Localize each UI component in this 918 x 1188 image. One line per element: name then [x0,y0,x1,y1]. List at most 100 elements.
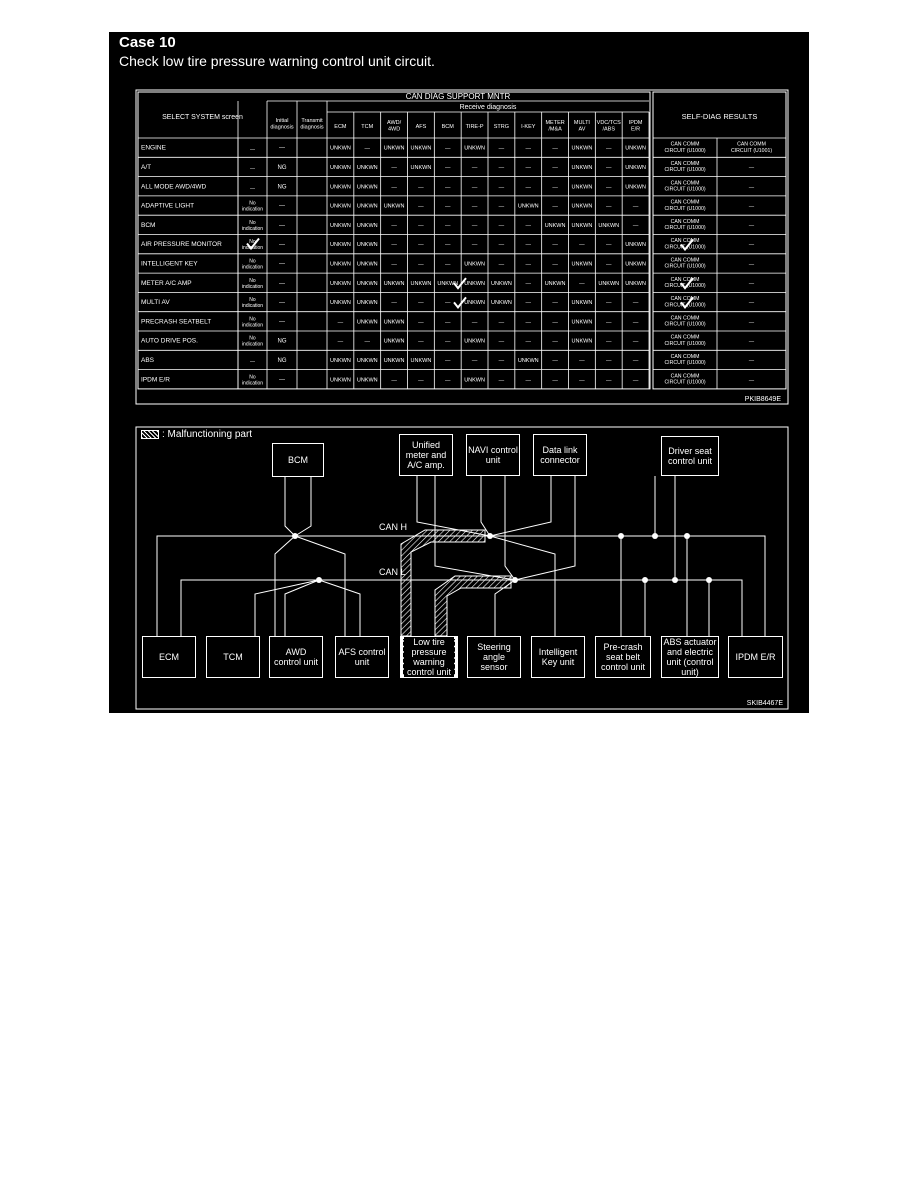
document-panel: Case 10 Check low tire pressure warning … [109,32,809,713]
check-mark-icon [453,296,467,310]
row-7-recv-5: UNKWN [464,281,485,287]
row-8-transmit: — [279,300,285,306]
row-6-recv-4: — [445,261,451,267]
row-0-recv-11: UNKWN [625,146,646,152]
row-12-initial: No [249,374,256,380]
row-6-recv-10: — [606,261,612,267]
row-1-selfdiag2: — [749,165,755,171]
row-0-recv-8: — [552,146,558,152]
row-name-4: BCM [141,222,155,229]
row-4-recv-10: UNKWN [598,223,619,229]
row-9-recv-10: — [606,319,612,325]
row-3-transmit: — [279,204,285,210]
tcm-unit: TCM [206,636,260,678]
row-9-recv-8: — [552,319,558,325]
row-9-recv-11: — [633,319,639,325]
row-11-recv-10: — [606,358,612,364]
row-11-recv-11: — [633,358,639,364]
row-5-recv-2: — [391,242,397,248]
row-9-recv-0: — [338,319,344,325]
row-6-initial: No [249,258,256,264]
row-1-recv-5: — [472,165,478,171]
row-8-recv-7: — [526,300,532,306]
row-2-selfdiag1-2: CIRCUIT (U1000) [664,186,705,192]
row-11-selfdiag1: CAN COMM [671,354,700,360]
afs-control-unit: AFS control unit [335,636,389,678]
row-8-recv-11: — [633,300,639,306]
row-12-recv-11: — [633,377,639,383]
row-4-selfdiag1-2: CIRCUIT (U1000) [664,225,705,231]
intelligent-key-unit: Intelligent Key unit [531,636,585,678]
row-10-recv-4: — [445,339,451,345]
row-0-recv-6: — [499,146,505,152]
row-10-recv-1: — [365,339,371,345]
row-8-selfdiag1-2: CIRCUIT (U1000) [664,302,705,308]
row-1-recv-1: UNKWN [357,165,378,171]
row-5-recv-5: — [472,242,478,248]
row-3-recv-4: — [445,204,451,210]
row-1-recv-3: UNKWN [411,165,432,171]
row-3-initial-2: indication [242,207,263,213]
row-0-transmit: — [279,146,285,152]
check-mark-icon [680,296,694,310]
row-3-recv-3: — [418,204,424,210]
steering-angle-sensor: Steering angle sensor [467,636,521,678]
row-4-transmit: — [279,223,285,229]
row-8-recv-5: UNKWN [464,300,485,306]
row-6-recv-7: — [526,261,532,267]
junction-dot [706,577,712,583]
header-initial-diagnosis-2: diagnosis [270,125,293,131]
row-1-recv-6: — [499,165,505,171]
header-recv-9-2: AV [578,127,585,133]
row-9-recv-4: — [445,319,451,325]
legend-text: : Malfunctioning part [162,429,253,440]
header-recv-9: MULTI [574,120,591,126]
row-1-recv-10: — [606,165,612,171]
row-4-recv-11: — [633,223,639,229]
row-10-initial-2: indication [242,342,263,348]
row-2-recv-0: UNKWN [330,184,351,190]
row-4-recv-3: — [418,223,424,229]
row-12-recv-9: — [579,377,585,383]
row-8-initial-2: indication [242,303,263,309]
row-7-selfdiag2: — [749,281,755,287]
row-12-recv-6: — [499,377,505,383]
row-1-selfdiag1: CAN COMM [671,161,700,167]
row-7-transmit: — [279,281,285,287]
malfunction-can-l-path [434,575,512,637]
can-l-label: CAN L [379,567,406,577]
row-2-recv-7: — [526,184,532,190]
row-12-recv-10: — [606,377,612,383]
header-can-diag: CAN DIAG SUPPORT MNTR [406,92,511,101]
header-recv-0: ECM [334,124,347,130]
row-3-recv-6: — [499,204,505,210]
row-3-recv-11: — [633,204,639,210]
row-12-recv-4: — [445,377,451,383]
row-4-recv-7: — [526,223,532,229]
case-title: Case 10 [119,34,176,51]
row-8-recv-4: — [445,300,451,306]
row-2-initial: — [250,185,255,191]
header-recv-11-2: E/R [631,127,640,133]
header-recv-4: BCM [442,124,455,130]
row-7-recv-0: UNKWN [330,281,351,287]
row-2-recv-8: — [552,184,558,190]
row-12-initial-2: indication [242,380,263,386]
row-3-recv-5: — [472,204,478,210]
diagram-figure-code: SKIB4467E [746,700,783,707]
row-0-selfdiag1-2: CIRCUIT (U1000) [664,148,705,154]
check-mark-icon [680,277,694,290]
row-2-recv-4: — [445,184,451,190]
navi-control-unit: NAVI control unit [466,434,520,476]
check-mark-icon [246,237,260,251]
row-9-recv-2: UNKWN [384,319,405,325]
row-5-recv-11: UNKWN [625,242,646,248]
row-5-recv-4: — [445,242,451,248]
row-6-selfdiag1: CAN COMM [671,257,700,263]
row-9-recv-9: UNKWN [572,319,593,325]
row-1-recv-2: — [391,165,397,171]
row-5-recv-9: — [579,242,585,248]
driver-seat-control-unit: Driver seat control unit [661,436,719,476]
row-5-recv-3: — [418,242,424,248]
